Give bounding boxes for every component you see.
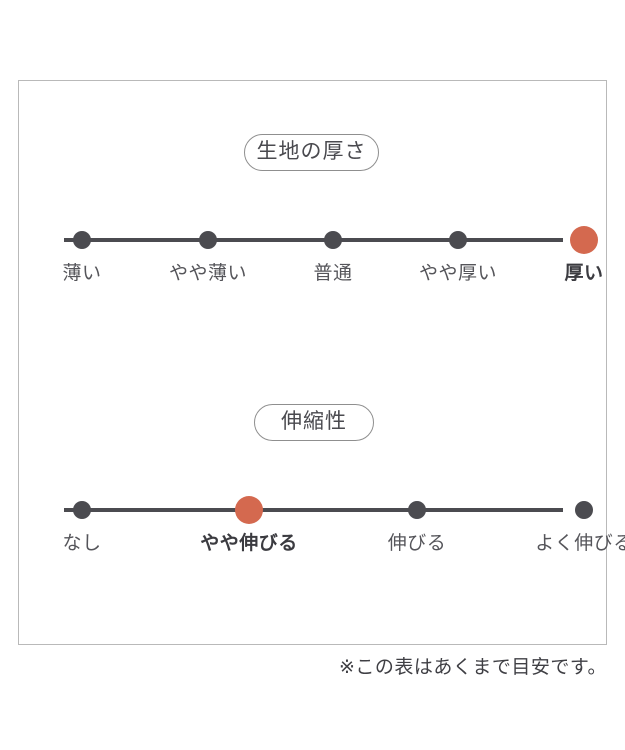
dot-icon: [73, 231, 91, 249]
chart-title-thickness: 生地の厚さ: [256, 140, 367, 163]
dot-icon: [570, 226, 598, 254]
dot-icon: [73, 501, 91, 519]
scale-label-thickness-3: やや厚い: [418, 263, 498, 284]
scale-label-thickness-4-selected: 厚い: [564, 263, 604, 284]
scale-label-thickness-2: 普通: [313, 263, 353, 284]
dot-icon: [408, 501, 426, 519]
footnote-disclaimer: ※この表はあくまで目安です。: [338, 657, 607, 678]
scale-thickness: 薄い やや薄い 普通 やや厚い 厚い: [19, 206, 608, 316]
scale-label-thickness-1: やや薄い: [168, 263, 248, 284]
dot-icon: [324, 231, 342, 249]
chart-title-pill-thickness: 生地の厚さ: [244, 134, 379, 171]
dot-icon: [449, 231, 467, 249]
scale-stretch: なし やや伸びる 伸びる よく伸びる: [19, 476, 625, 586]
scale-label-stretch-1-selected: やや伸びる: [200, 533, 298, 554]
dot-icon: [575, 501, 593, 519]
scale-label-stretch-2: 伸びる: [387, 533, 447, 554]
scale-track-stretch: [64, 508, 563, 512]
scale-label-stretch-3: よく伸びる: [535, 533, 625, 554]
spec-panel: 生地の厚さ 薄い やや薄い 普通 やや厚い 厚い 伸縮性: [18, 80, 625, 645]
scale-track-thickness: [64, 238, 563, 242]
scale-label-stretch-0: なし: [62, 533, 102, 554]
dot-icon: [199, 231, 217, 249]
chart-title-pill-stretch: 伸縮性: [254, 404, 374, 441]
chart-title-stretch: 伸縮性: [281, 410, 347, 433]
scale-label-thickness-0: 薄い: [62, 263, 102, 284]
dot-icon: [235, 496, 263, 524]
